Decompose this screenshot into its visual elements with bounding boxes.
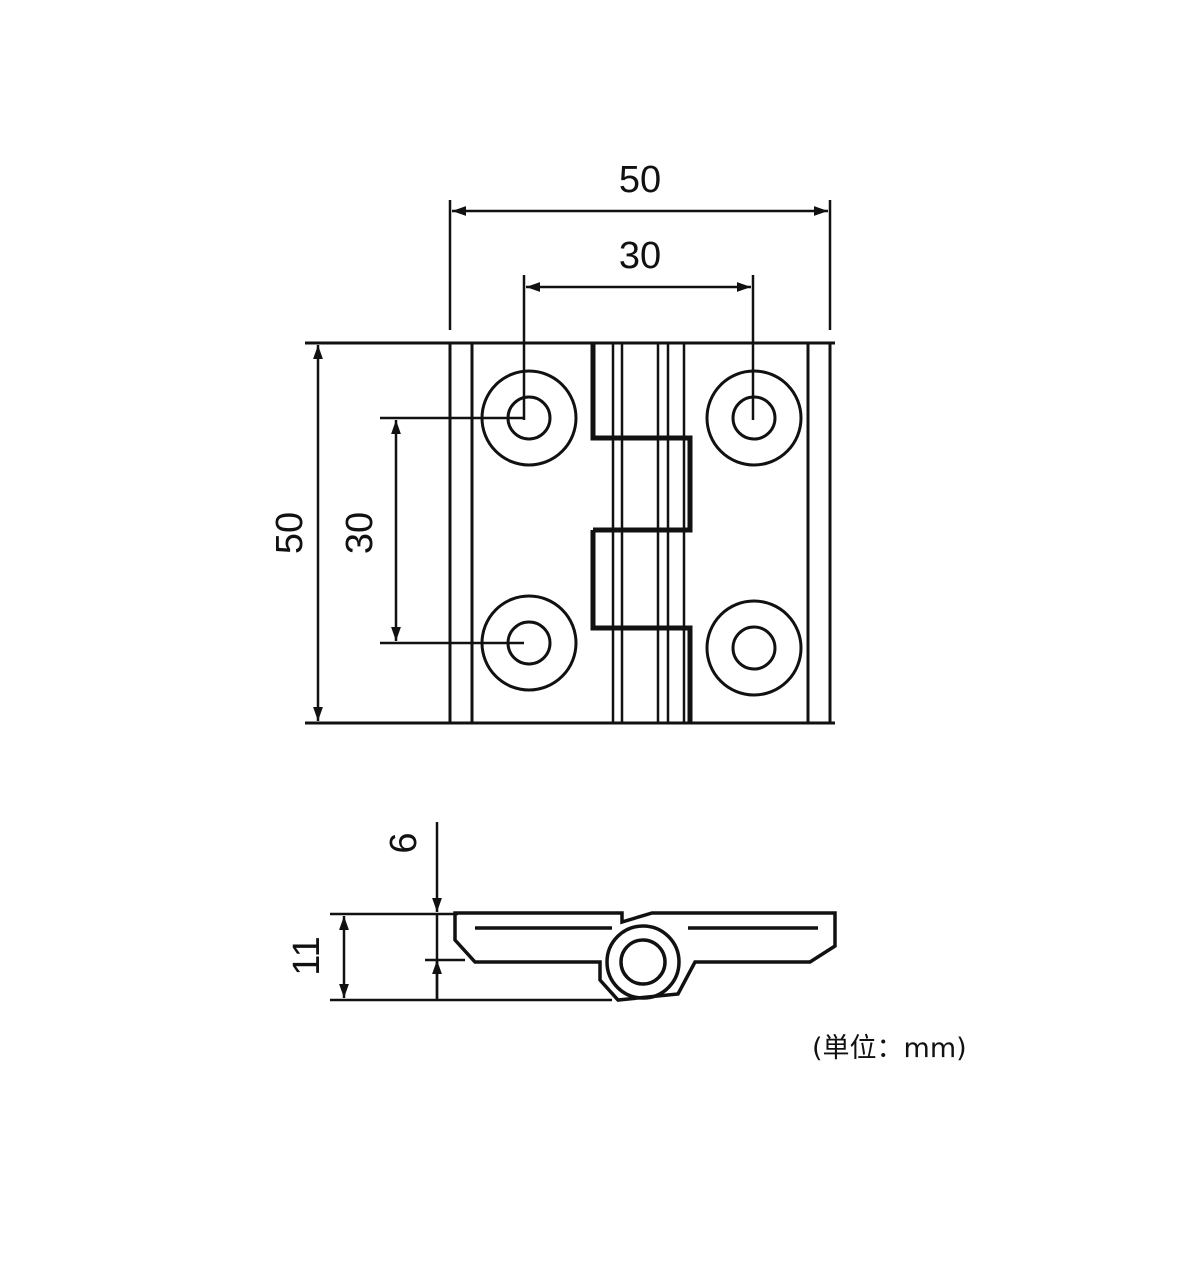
side-view: 6 11 bbox=[286, 822, 837, 1002]
plate-thickness-label: 6 bbox=[383, 832, 425, 853]
overall-width-label: 50 bbox=[619, 159, 661, 201]
knuckle-upper-leaf bbox=[590, 343, 693, 533]
hole-pitch-height-label: 30 bbox=[339, 512, 381, 554]
total-thickness-label: 11 bbox=[286, 936, 328, 975]
hole-bottom-right bbox=[705, 599, 803, 697]
overall-width-dimension bbox=[448, 200, 832, 330]
hinge-pin bbox=[605, 924, 681, 1000]
total-thickness-dimension bbox=[330, 912, 612, 1002]
knuckle-lower-leaf bbox=[590, 530, 693, 723]
hinge-outline bbox=[305, 341, 835, 725]
unit-note: (単位：mm) bbox=[812, 1033, 967, 1064]
hinge-knuckle bbox=[590, 343, 693, 723]
front-view: 50 30 50 30 bbox=[269, 159, 835, 725]
hinge-profile bbox=[453, 911, 837, 1002]
hole-top-right bbox=[705, 369, 803, 467]
hole-pitch-height-dimension bbox=[380, 416, 524, 645]
hole-bottom-left bbox=[480, 594, 578, 692]
hole-top-left bbox=[480, 369, 578, 467]
hole-pitch-width-dimension bbox=[522, 275, 755, 420]
overall-height-label: 50 bbox=[269, 512, 311, 554]
hole-pitch-width-label: 30 bbox=[619, 235, 661, 277]
plate-thickness-dimension bbox=[425, 822, 465, 1000]
